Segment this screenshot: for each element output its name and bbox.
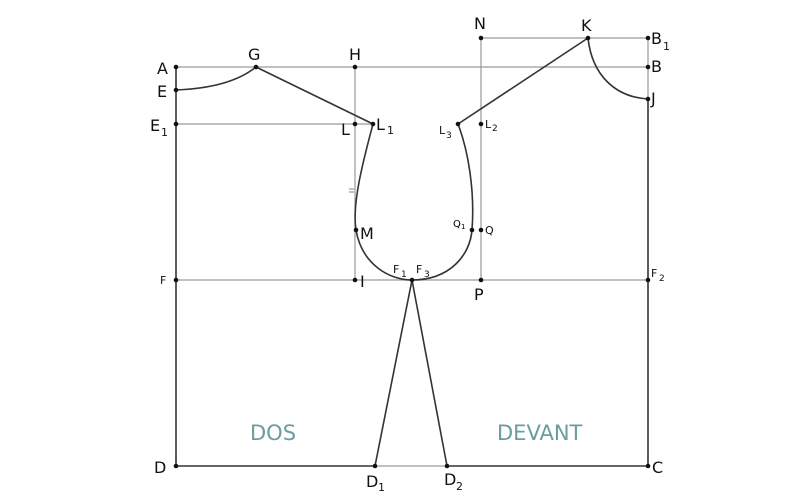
point-E xyxy=(173,87,179,93)
point-K xyxy=(585,35,591,41)
label-Q1: Q xyxy=(453,219,461,230)
label-M: M xyxy=(360,224,374,243)
point-D2 xyxy=(444,463,450,469)
label-E: E xyxy=(157,82,167,101)
label-N: N xyxy=(474,14,486,33)
point-F xyxy=(173,277,179,283)
point-Q xyxy=(478,227,484,233)
dart-leg-1 xyxy=(374,279,413,467)
label-D1: D xyxy=(366,472,378,491)
label-G: G xyxy=(248,45,260,64)
point-M xyxy=(353,227,359,233)
point-G xyxy=(253,64,259,70)
point-N xyxy=(478,35,484,41)
point-Q1 xyxy=(469,227,475,233)
label-Q: Q xyxy=(485,224,494,237)
label-I: I xyxy=(360,272,365,291)
label-F2: F xyxy=(651,267,657,280)
dart-leg-2 xyxy=(411,279,448,467)
point-L3 xyxy=(455,121,461,127)
label-E1: E xyxy=(150,116,160,135)
label-C: C xyxy=(652,458,663,477)
point-E1 xyxy=(173,121,179,127)
zone-label-back: DOS xyxy=(250,421,296,445)
label-F2-sub: 2 xyxy=(659,274,665,284)
label-D2-sub: 2 xyxy=(456,480,463,492)
point-D xyxy=(173,463,179,469)
construction-lines xyxy=(176,37,649,467)
point-F2 xyxy=(645,277,651,283)
front-armhole xyxy=(411,123,474,281)
point-J xyxy=(645,96,651,102)
point-B1 xyxy=(645,35,651,41)
label-L3: L xyxy=(439,124,446,137)
points xyxy=(173,35,651,469)
label-J: J xyxy=(650,89,656,108)
label-F1-sub: 1 xyxy=(401,270,407,280)
label-L1-sub: 1 xyxy=(387,124,394,137)
point-P xyxy=(478,277,484,283)
label-H: H xyxy=(349,45,361,64)
label-F3: F xyxy=(416,263,422,276)
label-B: B xyxy=(651,57,662,76)
point-I xyxy=(352,277,358,283)
label-E1-sub: 1 xyxy=(161,126,168,139)
pattern-outline xyxy=(175,37,649,467)
label-L1: L xyxy=(376,115,385,134)
labels: A E E 1 F D G H L L 1 M I F 1 F 3 D 1 D … xyxy=(150,14,670,492)
label-F1: F xyxy=(393,263,399,276)
label-D: D xyxy=(154,458,166,477)
point-C xyxy=(645,463,651,469)
label-P: P xyxy=(474,285,484,304)
label-Q1-sub: 1 xyxy=(461,223,465,231)
point-A xyxy=(173,64,179,70)
label-L2-sub: 2 xyxy=(492,124,498,134)
label-D2: D xyxy=(444,470,456,489)
point-L2 xyxy=(478,121,484,127)
point-H xyxy=(352,64,358,70)
label-K: K xyxy=(581,16,592,35)
label-F: F xyxy=(160,274,166,287)
back-shoulder xyxy=(255,66,374,125)
zone-label-front: DEVANT xyxy=(497,421,583,445)
label-L2: L xyxy=(485,118,492,131)
front-neckline xyxy=(587,37,649,100)
front-shoulder xyxy=(457,37,589,125)
point-L xyxy=(352,121,358,127)
point-F1-F3 xyxy=(409,277,415,283)
label-B1: B xyxy=(651,29,662,48)
label-A: A xyxy=(157,59,168,78)
back-neckline xyxy=(175,66,257,91)
label-B1-sub: 1 xyxy=(663,40,670,53)
label-F3-sub: 3 xyxy=(424,270,430,280)
back-armhole xyxy=(354,123,413,281)
point-D1 xyxy=(372,463,378,469)
point-B xyxy=(645,64,651,70)
point-L1 xyxy=(370,121,376,127)
label-L3-sub: 3 xyxy=(446,131,452,141)
label-D1-sub: 1 xyxy=(378,481,385,492)
label-L: L xyxy=(341,120,350,139)
